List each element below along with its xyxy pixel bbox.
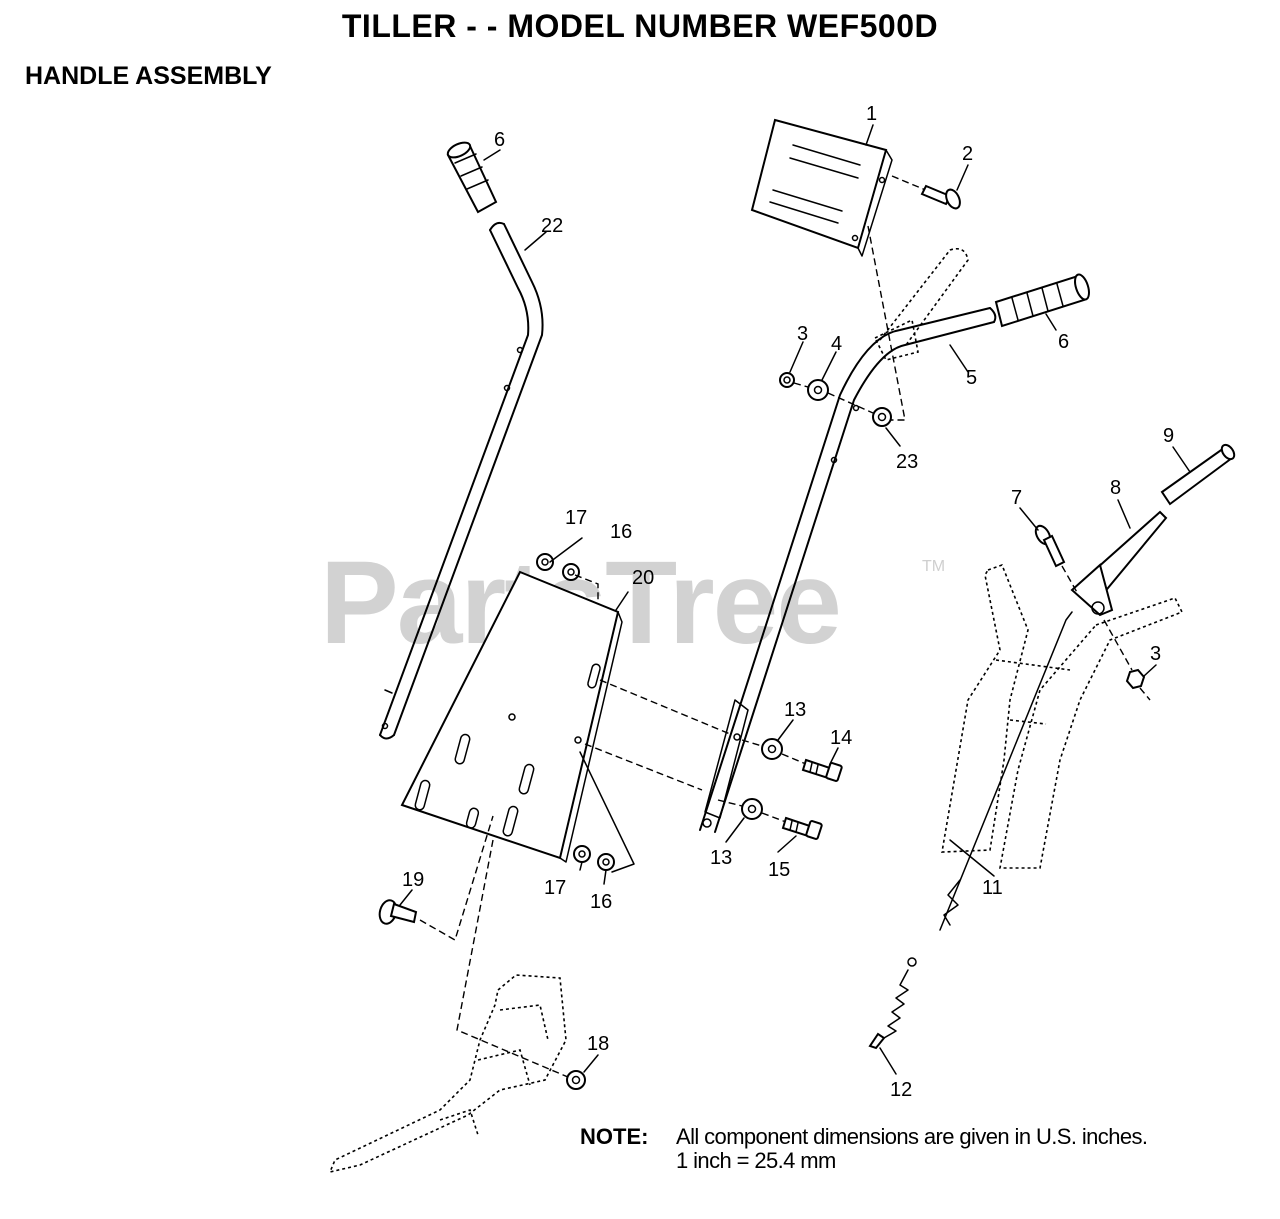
callout-labels: 1 2 3 3 4 5 6 6 7 8 9 11 12 13 13 14 15 … [402, 103, 1174, 1101]
part-left-grip [446, 141, 498, 214]
ghost-handle-bracket [873, 318, 919, 361]
part-washer-4 [807, 379, 829, 401]
part-washer-18 [566, 1070, 586, 1090]
callout-17-bottom: 17 [544, 877, 566, 899]
part-bolt-7 [1034, 524, 1079, 595]
leader-plate-16 [579, 751, 635, 873]
callout-19: 19 [402, 869, 424, 891]
watermark-trademark: TM [922, 558, 946, 575]
ghost-handle-upper [879, 247, 969, 346]
note-block: NOTE: All component dimensions are given … [580, 1124, 1148, 1173]
callout-16-top: 16 [610, 521, 632, 543]
section-title: HANDLE ASSEMBLY [25, 62, 272, 90]
part-nut-17-top [536, 553, 554, 571]
callout-16-bottom: 16 [590, 891, 612, 913]
part-right-grip [994, 273, 1090, 328]
part-left-handle [379, 221, 544, 740]
part-bolt-19 [378, 815, 494, 942]
diagram-title: TILLER - - MODEL NUMBER WEF500D [341, 8, 939, 44]
callout-2: 2 [962, 143, 973, 165]
leader-3-4 [793, 382, 809, 388]
leader-16-label [549, 537, 583, 563]
callout-8: 8 [1110, 477, 1121, 499]
callout-15: 15 [768, 859, 790, 881]
leader-bracket-23 [867, 225, 906, 421]
callout-5: 5 [966, 367, 977, 389]
callout-20: 20 [632, 567, 654, 589]
callout-11: 11 [982, 877, 1003, 899]
leader-plate-13b [584, 743, 703, 791]
leader-16-top [574, 574, 599, 600]
part-nut-17-bottom [573, 845, 591, 863]
part-plate-20 [400, 570, 623, 863]
callout-leaders [399, 124, 1191, 1075]
callout-6-right: 6 [1058, 331, 1069, 353]
part-control-panel [750, 118, 893, 257]
callout-23: 23 [896, 451, 918, 473]
ghost-handle-right [941, 563, 1184, 869]
part-nut-3-right [1103, 619, 1151, 701]
part-right-handle [699, 307, 997, 833]
callout-13-lower: 13 [710, 847, 732, 869]
callout-1: 1 [866, 103, 877, 125]
note-line-1: All component dimensions are given in U.… [676, 1124, 1148, 1149]
part-cable-11 [939, 611, 1073, 931]
part-control-bail-8 [1070, 510, 1168, 617]
part-washer-16-top [562, 563, 580, 581]
part-bolt-2 [891, 175, 961, 210]
callout-6-left: 6 [494, 129, 505, 151]
note-label: NOTE: [580, 1124, 649, 1149]
callout-3-left: 3 [797, 323, 808, 345]
leader-4-23 [827, 392, 874, 414]
leader-plate-13a [599, 679, 731, 735]
callout-14: 14 [830, 727, 852, 749]
part-washer-13-upper [761, 738, 783, 760]
callout-13-upper: 13 [784, 699, 806, 721]
callout-12: 12 [890, 1079, 912, 1101]
callout-17-top: 17 [565, 507, 587, 529]
part-bolt-15 [761, 812, 823, 840]
part-washer-16-bottom [597, 853, 615, 871]
part-bolt-14 [781, 753, 843, 782]
callout-22: 22 [541, 215, 563, 237]
callout-4: 4 [831, 333, 842, 355]
leader-13-lower [717, 799, 743, 807]
callout-3-right: 3 [1150, 643, 1161, 665]
part-washer-13-lower [741, 798, 763, 820]
ghost-tiller-frame [328, 839, 576, 1174]
part-nut-3 [779, 372, 795, 388]
callout-18: 18 [587, 1033, 609, 1055]
callout-7: 7 [1011, 487, 1022, 509]
leader-13-upper [741, 739, 763, 747]
part-grip-9 [1160, 443, 1236, 506]
part-washer-23 [872, 407, 892, 427]
note-line-2: 1 inch = 25.4 mm [676, 1148, 836, 1173]
callout-9: 9 [1163, 425, 1174, 447]
part-spring-12 [868, 957, 917, 1050]
